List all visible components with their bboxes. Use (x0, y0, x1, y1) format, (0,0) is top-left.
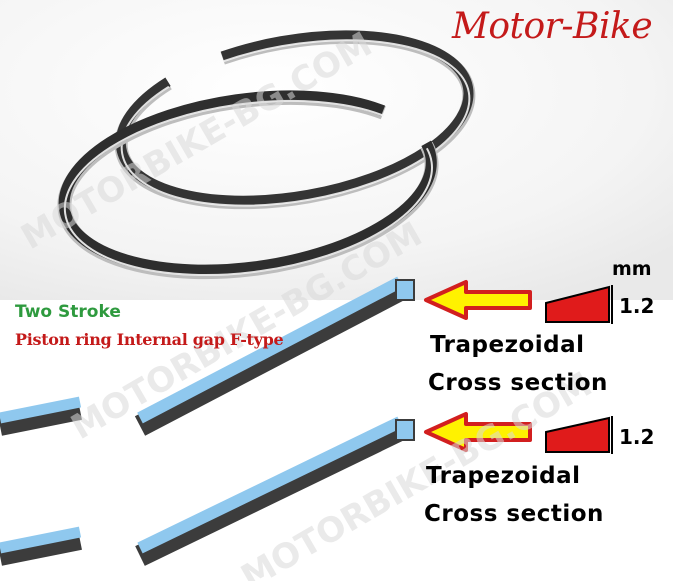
piston-ring-back (114, 30, 476, 210)
trapezoid-profile-icon (545, 416, 613, 454)
ring-description-label: Piston ring Internal gap F-type (15, 330, 284, 349)
section-detail-lower: Cross section (424, 501, 604, 527)
pointer-arrow-icon (424, 412, 532, 452)
brand-title: Motor-Bike (452, 6, 653, 47)
section-shape-upper: Trapezoidal (430, 332, 585, 358)
thickness-value-upper: 1.2 (619, 294, 655, 318)
section-shape-lower: Trapezoidal (426, 463, 581, 489)
pointer-arrow-icon (424, 280, 532, 320)
unit-label: mm (612, 258, 652, 280)
piston-ring-photo (57, 30, 476, 280)
trapezoid-profile-icon (545, 285, 613, 324)
ring-profile-diagram-lower (0, 416, 415, 566)
section-detail-upper: Cross section (428, 370, 608, 396)
engine-type-label: Two Stroke (15, 302, 121, 322)
piston-ring-front (57, 90, 439, 280)
thickness-value-lower: 1.2 (619, 425, 655, 449)
ring-profile-diagram-upper (0, 276, 415, 436)
